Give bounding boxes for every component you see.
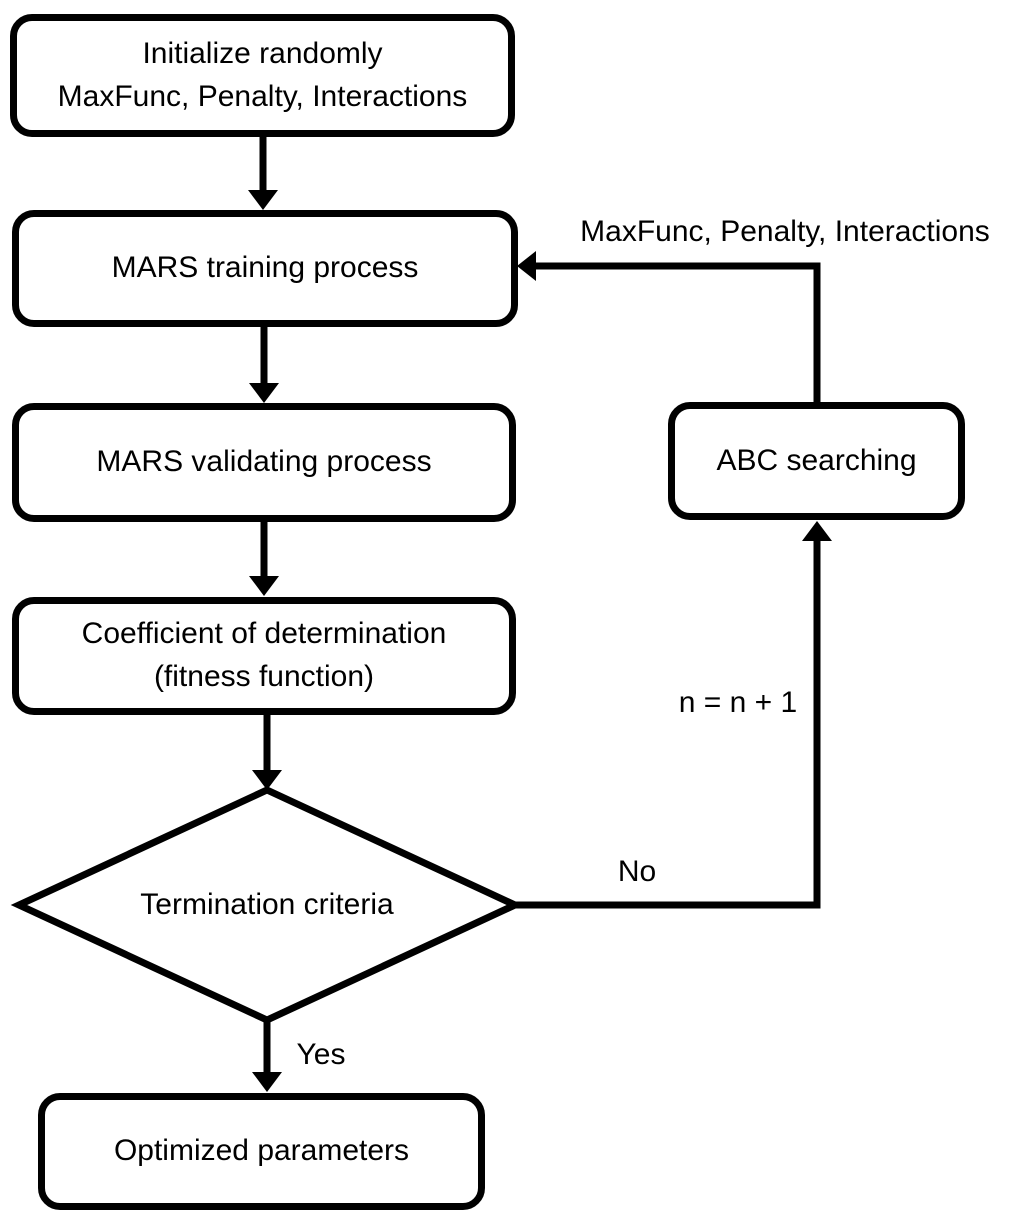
edge-label-no: No (617, 855, 657, 888)
node-termination-criteria-label: Termination criteria (140, 888, 394, 921)
node-coefficient-of-determination-label: Coefficient of determination (fitness fu… (81, 617, 447, 693)
node-initialize-randomly-label: Initialize randomly MaxFunc, Penalty, In… (57, 36, 468, 113)
edge-label-iteration-counter: n = n + 1 (678, 686, 798, 719)
node-initialize-randomly: Initialize randomly MaxFunc, Penalty, In… (10, 14, 515, 137)
arrowhead-decision-optimized (252, 1072, 282, 1092)
node-abc-searching-label: ABC searching (716, 443, 917, 477)
node-abc-searching: ABC searching (668, 402, 965, 520)
node-mars-validating-process-label: MARS validating process (96, 445, 432, 479)
edge-abc-train-path (536, 262, 821, 405)
node-mars-validating-process: MARS validating process (12, 403, 516, 522)
arrowhead-decision-abc (802, 521, 832, 541)
arrowhead-init-train (248, 190, 278, 210)
node-coefficient-of-determination: Coefficient of determination (fitness fu… (12, 597, 516, 715)
node-mars-training-process: MARS training process (12, 210, 518, 327)
arrowhead-train-validate (249, 383, 279, 403)
node-mars-training-process-label: MARS training process (111, 251, 419, 285)
node-optimized-parameters-label: Optimized parameters (113, 1134, 410, 1168)
arrowhead-validate-fitness (249, 576, 279, 596)
arrowhead-fitness-decision (252, 770, 282, 790)
edge-label-feedback-parameters: MaxFunc, Penalty, Interactions (580, 215, 990, 248)
arrowhead-abc-train (517, 251, 536, 281)
node-optimized-parameters: Optimized parameters (38, 1093, 485, 1210)
decision-diamond-shape (10, 786, 524, 1024)
edge-decision-abc-path (511, 541, 821, 909)
edge-label-yes: Yes (296, 1038, 346, 1071)
node-termination-criteria: Termination criteria (57, 875, 477, 935)
